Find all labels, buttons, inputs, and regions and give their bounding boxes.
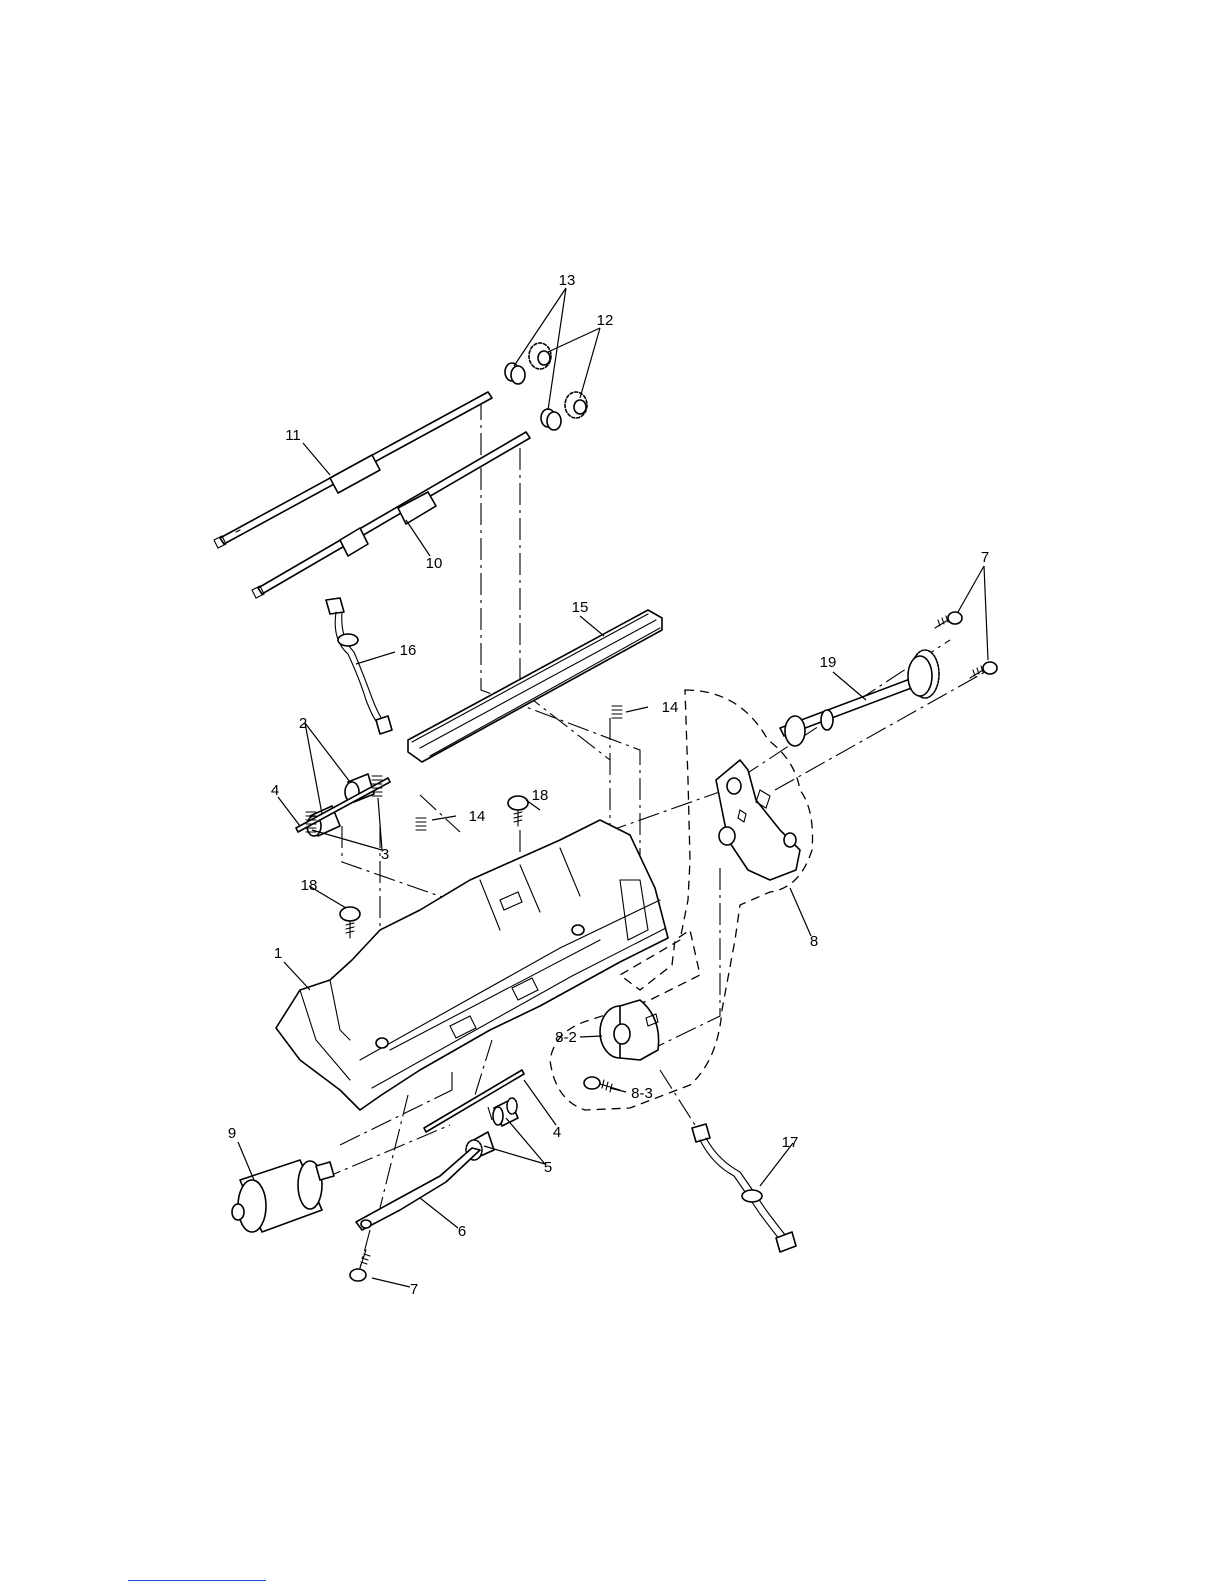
- part-7-screw-lower: [350, 1250, 370, 1281]
- callout-2: 2: [299, 715, 307, 732]
- part-1-main-frame: [276, 820, 668, 1110]
- callout-18-lower: 18: [301, 877, 318, 894]
- part-8-gear-bracket: [716, 760, 800, 880]
- callout-4-upper: 4: [271, 782, 279, 799]
- callout-9: 9: [228, 1125, 236, 1142]
- part-19-gear-shaft: [780, 650, 939, 746]
- callout-15: 15: [572, 599, 589, 616]
- callout-10: 10: [426, 555, 443, 572]
- callout-8-3: 8-3: [631, 1085, 653, 1102]
- callout-18-upper: 18: [532, 787, 549, 804]
- callout-7-lower: 7: [410, 1281, 418, 1298]
- part-11-upper-roller-shaft: [214, 392, 492, 548]
- callout-6: 6: [458, 1223, 466, 1240]
- part-10-lower-roller-shaft: [252, 432, 530, 598]
- callout-8-2: 8-2: [555, 1029, 577, 1046]
- callout-5: 5: [544, 1159, 552, 1176]
- part-16-sensor-cable: [326, 598, 392, 734]
- callout-11: 11: [285, 427, 301, 444]
- callout-12: 12: [597, 312, 614, 329]
- part-12-gears: [529, 343, 587, 418]
- callout-19: 19: [820, 654, 837, 671]
- callout-16: 16: [400, 642, 417, 659]
- callout-17: 17: [782, 1134, 799, 1151]
- callout-3: 3: [381, 846, 389, 863]
- callout-8: 8: [810, 933, 818, 950]
- part-8-2-motor: [600, 1000, 659, 1060]
- alignment-lines: [320, 398, 985, 1268]
- callout-7-upper: 7: [981, 549, 989, 566]
- callout-14-left: 14: [469, 808, 486, 825]
- footer-rule: [128, 1580, 266, 1581]
- part-9-roller: [232, 1160, 334, 1232]
- callout-14-right: 14: [662, 699, 679, 716]
- part-13-bushings: [505, 363, 561, 430]
- part-17-motor-cable: [692, 1124, 796, 1252]
- part-6-lever: [356, 1148, 480, 1230]
- callout-1: 1: [274, 945, 282, 962]
- callout-13: 13: [559, 272, 576, 289]
- part-15-guide-bar: [408, 610, 662, 762]
- callout-4-lower: 4: [553, 1124, 561, 1141]
